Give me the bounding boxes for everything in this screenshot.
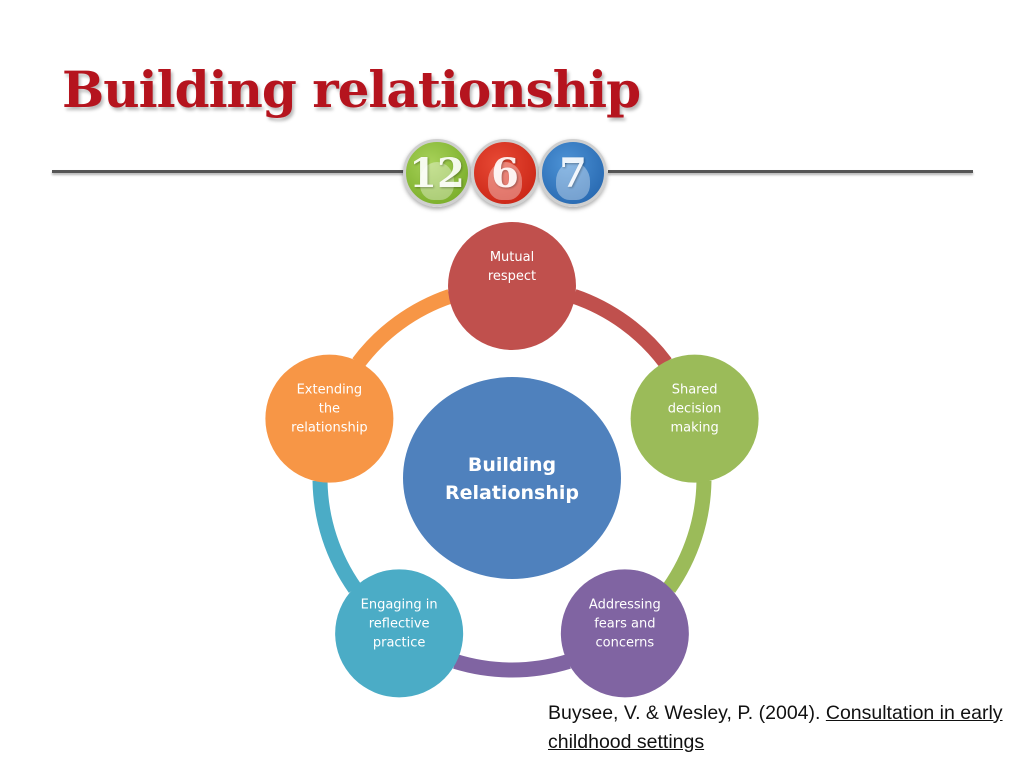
badge-6: 6 — [471, 139, 539, 207]
badge-number: 7 — [559, 149, 587, 197]
node-extending-relationship — [265, 354, 394, 483]
figure-silhouette-icon — [420, 162, 454, 200]
figure-silhouette-icon — [556, 162, 590, 200]
node-label-engaging-reflective: reflective — [369, 616, 430, 631]
center-ellipse — [403, 377, 621, 579]
node-addressing-fears — [560, 569, 689, 698]
title-divider-right — [608, 170, 973, 173]
center-label-line2: Relationship — [445, 482, 579, 504]
badge-number: 6 — [491, 149, 519, 197]
slide-title: Building relationship — [62, 60, 641, 119]
arc-shared-decision-making — [662, 480, 712, 593]
center-label-line1: Building — [468, 454, 556, 476]
badge-12: 12 — [403, 139, 471, 207]
badge-7: 7 — [539, 139, 607, 207]
arc-extending-relationship — [352, 289, 453, 368]
node-label-mutual-respect: Mutual — [490, 250, 534, 265]
node-label-extending-relationship: relationship — [291, 421, 367, 436]
center-node: Building Relationship — [403, 377, 621, 579]
node-label-addressing-fears: concerns — [596, 635, 655, 650]
node-label-extending-relationship: the — [319, 402, 340, 417]
node-label-engaging-reflective: Engaging in — [361, 597, 438, 612]
node-label-engaging-reflective: practice — [373, 635, 426, 650]
node-label-mutual-respect: respect — [488, 269, 536, 284]
node-mutual-respect — [448, 222, 576, 350]
node-label-extending-relationship: Extending — [297, 383, 363, 398]
title-divider-left — [52, 170, 407, 173]
citation: Buysee, V. & Wesley, P. (2004). Consulta… — [548, 699, 1018, 757]
node-label-shared-decision-making: Shared — [672, 383, 718, 398]
arc-addressing-fears — [453, 654, 571, 678]
citation-link[interactable]: Consultation in early childhood settings — [548, 702, 1003, 753]
node-label-addressing-fears: fears and — [594, 616, 655, 631]
cycle-arcs — [312, 289, 712, 678]
badge-number: 12 — [409, 149, 465, 197]
node-engaging-reflective — [335, 569, 464, 698]
arc-engaging-reflective — [312, 480, 362, 593]
figure-silhouette-icon — [488, 162, 522, 200]
node-label-shared-decision-making: making — [670, 421, 718, 436]
node-label-shared-decision-making: decision — [668, 402, 722, 417]
arc-mutual-respect — [571, 289, 672, 368]
citation-text: Buysee, V. & Wesley, P. (2004). — [548, 702, 826, 724]
node-shared-decision-making — [630, 354, 759, 483]
node-label-addressing-fears: Addressing — [589, 597, 661, 612]
